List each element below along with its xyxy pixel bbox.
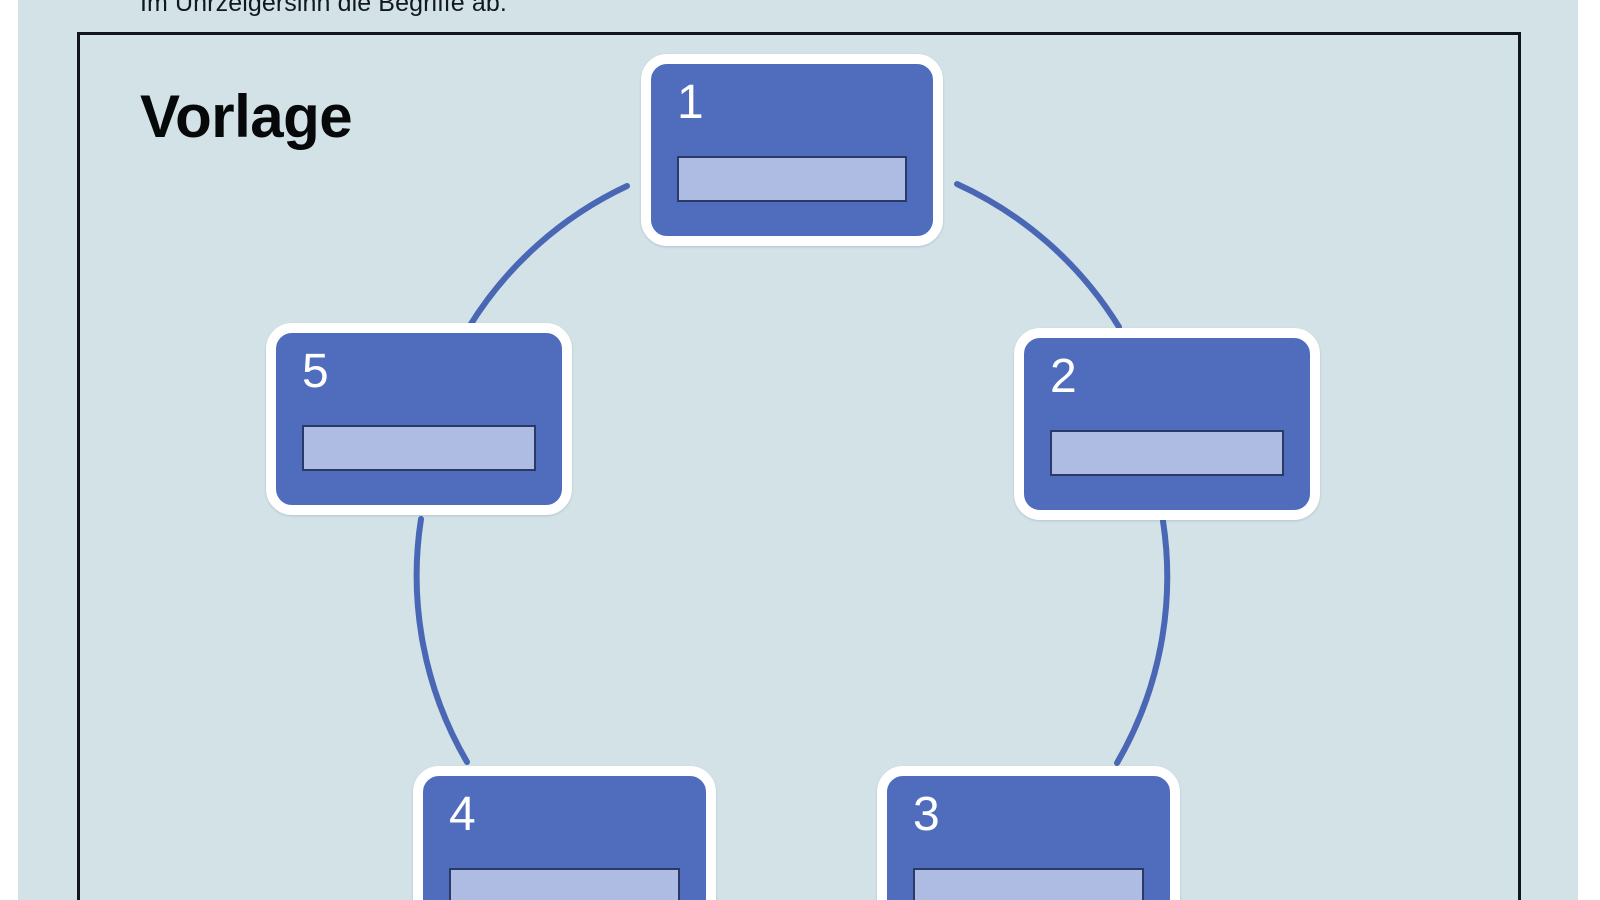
cycle-node-4[interactable]: 4: [413, 766, 716, 900]
instruction-text: Im Uhrzeigersinn die Begriffe ab.: [140, 0, 507, 17]
cycle-node-1-input[interactable]: [677, 156, 907, 202]
cycle-node-3[interactable]: 3: [877, 766, 1180, 900]
cycle-node-3-input[interactable]: [913, 868, 1144, 900]
cycle-node-5-input[interactable]: [302, 425, 536, 471]
cycle-node-2-number: 2: [1050, 350, 1077, 403]
cycle-node-1[interactable]: 1: [641, 54, 943, 246]
worksheet-frame: [77, 32, 1521, 900]
cycle-node-5[interactable]: 5: [266, 323, 572, 515]
cycle-node-3-number: 3: [913, 788, 940, 841]
cycle-node-4-number: 4: [449, 788, 476, 841]
cycle-node-2-input[interactable]: [1050, 430, 1284, 476]
page-title: Vorlage: [140, 83, 353, 150]
cycle-node-1-number: 1: [677, 76, 704, 129]
cycle-node-4-input[interactable]: [449, 868, 680, 900]
cycle-node-2[interactable]: 2: [1014, 328, 1320, 520]
cycle-node-5-number: 5: [302, 345, 329, 398]
